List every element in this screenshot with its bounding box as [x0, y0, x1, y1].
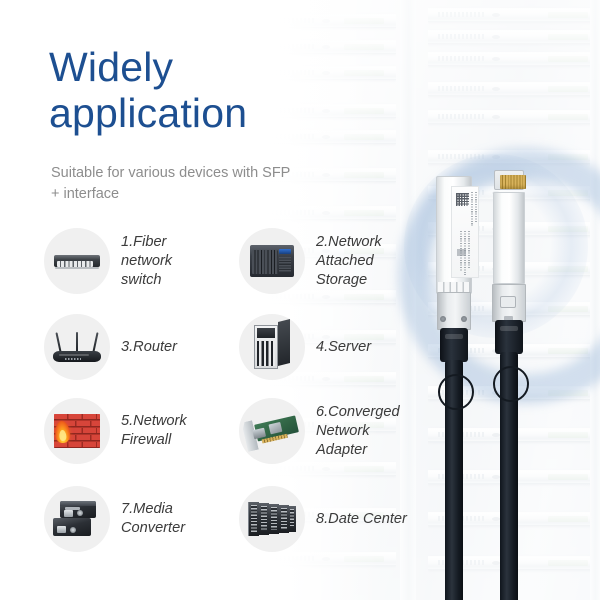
list-item: 3.Router	[44, 314, 177, 380]
list-item-label: 1.Fiber network switch	[121, 233, 173, 288]
list-item-label: 2.Network Attached Storage	[316, 233, 382, 288]
brand-mark	[457, 249, 466, 256]
screw-icon	[461, 316, 467, 322]
icon-bubble	[239, 398, 305, 464]
media-converter-icon	[52, 499, 102, 539]
list-item-label: 7.Media Converter	[121, 501, 186, 536]
page-subtitle: Suitable for various devices with SFP + …	[51, 165, 291, 202]
icon-bubble	[44, 486, 110, 552]
list-item-label: 5.Network Firewall	[121, 413, 187, 448]
server-tower-icon	[254, 319, 290, 369]
gold-contacts	[500, 175, 526, 189]
router-icon	[51, 329, 103, 365]
network-switch-icon	[54, 253, 100, 270]
cable-strain-boot	[495, 320, 523, 354]
nas-icon	[250, 245, 294, 277]
network-adapter-card-icon	[241, 408, 303, 454]
qr-code-icon	[456, 193, 469, 206]
latch-clip	[500, 296, 516, 308]
list-item: 1.Fiber network switch	[44, 228, 172, 294]
cable-strain-boot	[440, 328, 468, 362]
list-item: 7.Media Converter	[44, 486, 185, 552]
contact-tongue	[494, 170, 526, 190]
emi-fingers	[438, 282, 470, 292]
icon-bubble	[44, 228, 110, 294]
firewall-icon	[54, 414, 100, 448]
dac-cable	[445, 360, 463, 600]
icon-bubble	[239, 228, 305, 294]
dac-cable	[500, 352, 518, 600]
list-item-label: 4.Server	[316, 338, 372, 355]
screw-icon	[440, 316, 446, 322]
pull-tab-ring	[438, 374, 474, 410]
pull-tab-ring	[493, 366, 529, 402]
icon-bubble	[239, 314, 305, 380]
connector-printed-label	[451, 186, 479, 278]
list-item: 6.Converged Network Adapter	[239, 398, 400, 464]
page-title: Widely application	[49, 44, 248, 136]
icon-bubble	[239, 486, 305, 552]
list-item: 5.Network Firewall	[44, 398, 187, 464]
list-item: 8.Date Center	[239, 486, 407, 552]
latch-notch	[504, 316, 513, 321]
list-item-label: 8.Date Center	[316, 510, 407, 527]
list-item-label: 3.Router	[121, 338, 177, 355]
list-item-label: 6.Converged Network Adapter	[316, 403, 400, 458]
application-list: 1.Fiber network switch 2.Network Attache…	[44, 228, 444, 568]
list-item: 2.Network Attached Storage	[239, 228, 382, 294]
icon-bubble	[44, 314, 110, 380]
icon-bubble	[44, 398, 110, 464]
list-item: 4.Server	[239, 314, 371, 380]
data-center-racks-icon	[248, 502, 296, 536]
